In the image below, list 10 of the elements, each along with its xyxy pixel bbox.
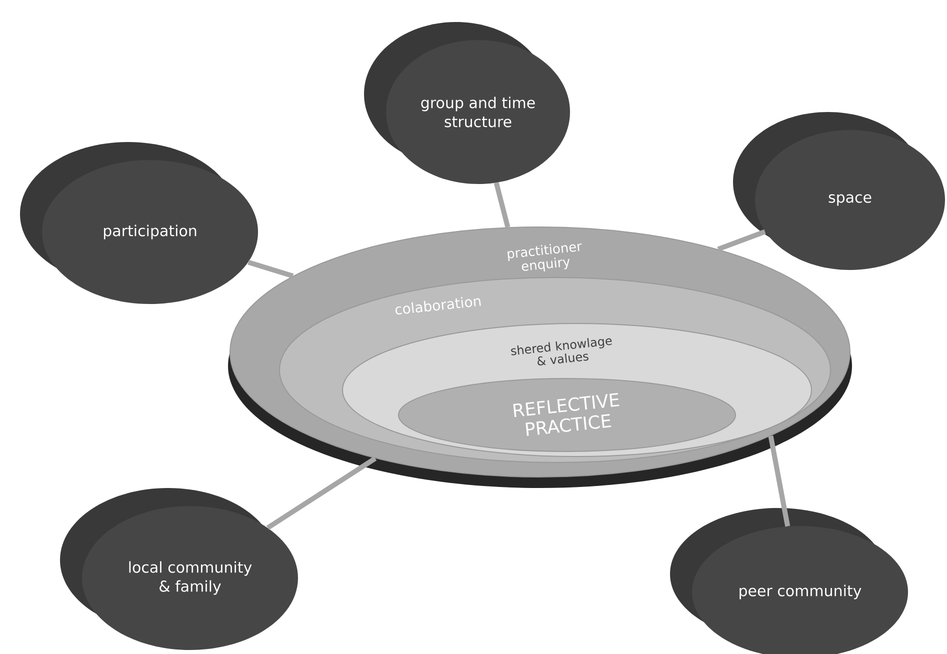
connector — [266, 456, 377, 530]
connector — [768, 436, 790, 527]
connector — [717, 229, 766, 252]
connector — [494, 182, 510, 228]
oval-node: peer community — [670, 508, 908, 654]
oval-node: local community & family — [60, 488, 298, 650]
oval-node: participation — [20, 142, 258, 304]
oval-node: space — [733, 112, 945, 270]
oval-node: group and time structure — [364, 22, 570, 184]
connector — [248, 260, 294, 278]
